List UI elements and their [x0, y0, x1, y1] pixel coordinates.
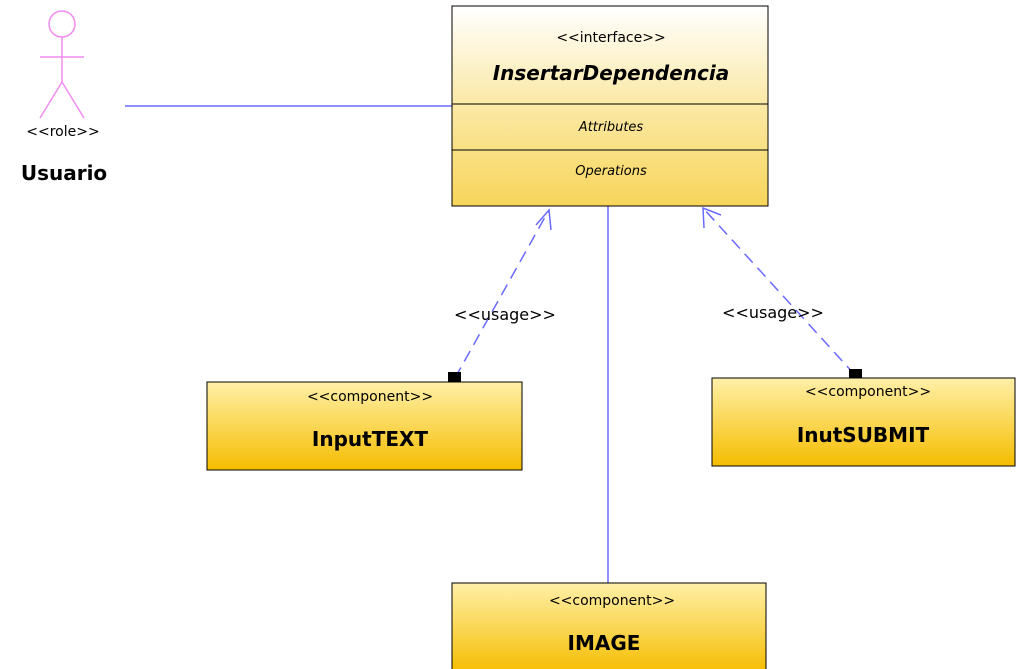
usage-dependency-inputtext[interactable]	[454, 209, 550, 379]
interface-attributes-label: Attributes	[578, 120, 644, 135]
interface-insertardependencia[interactable]: <<interface>> InsertarDependencia Attrib…	[451, 5, 769, 207]
actor-name: Usuario	[21, 161, 107, 185]
usage-label-left: <<usage>>	[454, 305, 556, 324]
component-stereotype-image: <<component>>	[549, 593, 675, 609]
component-image[interactable]: <<component>> IMAGE	[451, 582, 767, 669]
component-box-image	[451, 582, 767, 669]
usage-dependency-inutsubmit[interactable]	[702, 207, 856, 376]
component-stereotype-inputtext: <<component>>	[307, 389, 433, 405]
actor-stereotype: <<role>>	[26, 124, 99, 140]
stick-figure-icon	[39, 10, 85, 119]
component-name-inputtext: InputTEXT	[312, 427, 429, 451]
actor-usuario[interactable]: <<role>> Usuario	[21, 10, 107, 185]
interface-header	[452, 6, 768, 104]
component-inutsubmit[interactable]: <<component>> InutSUBMIT	[711, 377, 1016, 467]
component-stereotype-inutsubmit: <<component>>	[805, 384, 931, 400]
component-name-inutsubmit: InutSUBMIT	[797, 423, 930, 447]
component-box-inputtext	[206, 381, 523, 471]
component-name-image: IMAGE	[568, 631, 641, 655]
component-box-inutsubmit	[711, 377, 1016, 467]
component-inputtext[interactable]: <<component>> InputTEXT	[206, 381, 523, 471]
interface-stereotype: <<interface>>	[556, 30, 665, 46]
usage-label-right: <<usage>>	[722, 303, 824, 322]
interface-name: InsertarDependencia	[493, 61, 730, 85]
interface-operations-label: Operations	[575, 164, 647, 179]
usage-arrowhead-inputtext	[535, 208, 552, 231]
usage-arrowhead-inutsubmit	[702, 206, 722, 229]
